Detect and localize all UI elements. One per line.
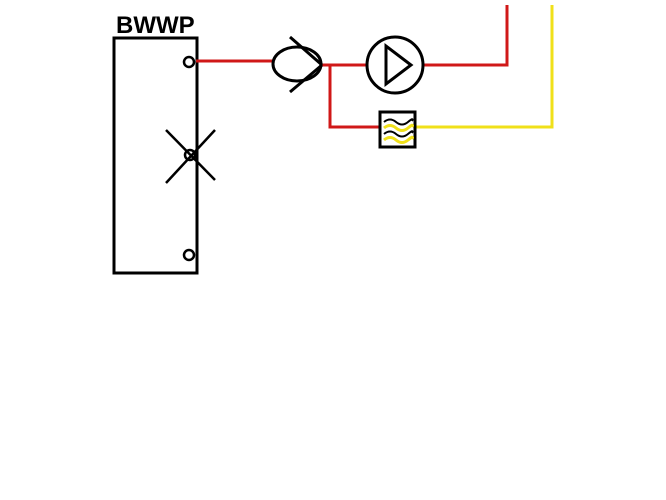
hot-water-line xyxy=(196,5,509,129)
pump-icon xyxy=(365,35,425,95)
port-icon xyxy=(182,248,196,262)
heat-pump-unit: BWWP xyxy=(112,12,216,275)
heat-pump-label: BWWP xyxy=(116,12,195,39)
check-valve-icon xyxy=(271,35,323,94)
port-icon xyxy=(182,55,196,69)
yellow-line xyxy=(415,5,554,129)
fan-icon xyxy=(165,129,216,184)
heat-exchanger-icon xyxy=(378,110,417,149)
heat-pump-box xyxy=(112,36,199,275)
